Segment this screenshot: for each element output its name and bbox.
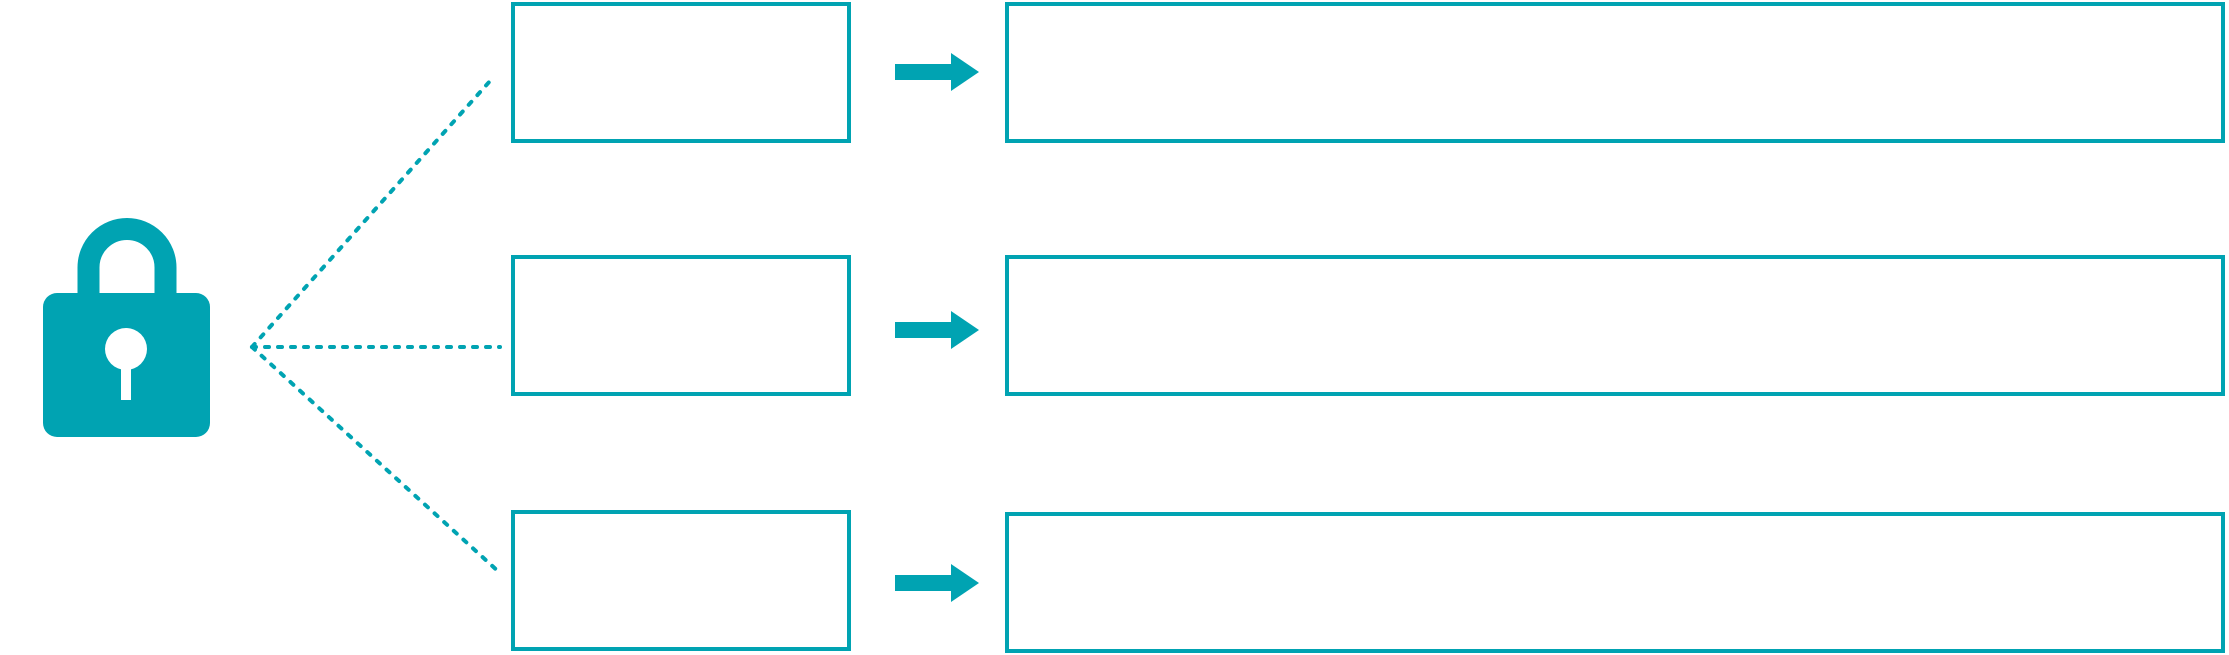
arrow-right-icon (895, 53, 979, 91)
lock-icon (43, 218, 210, 437)
description-box-3 (1005, 512, 2225, 653)
category-box-3 (511, 510, 851, 651)
category-box-1 (511, 2, 851, 143)
arrow-right-icon (895, 311, 979, 349)
description-box-2 (1005, 255, 2225, 396)
description-box-1 (1005, 2, 2225, 143)
dotted-connector-bottom (250, 345, 502, 575)
dotted-connector-top (250, 79, 492, 349)
arrow-right-icon (895, 564, 979, 602)
keyhole-icon (105, 328, 147, 370)
category-box-2 (511, 255, 851, 396)
